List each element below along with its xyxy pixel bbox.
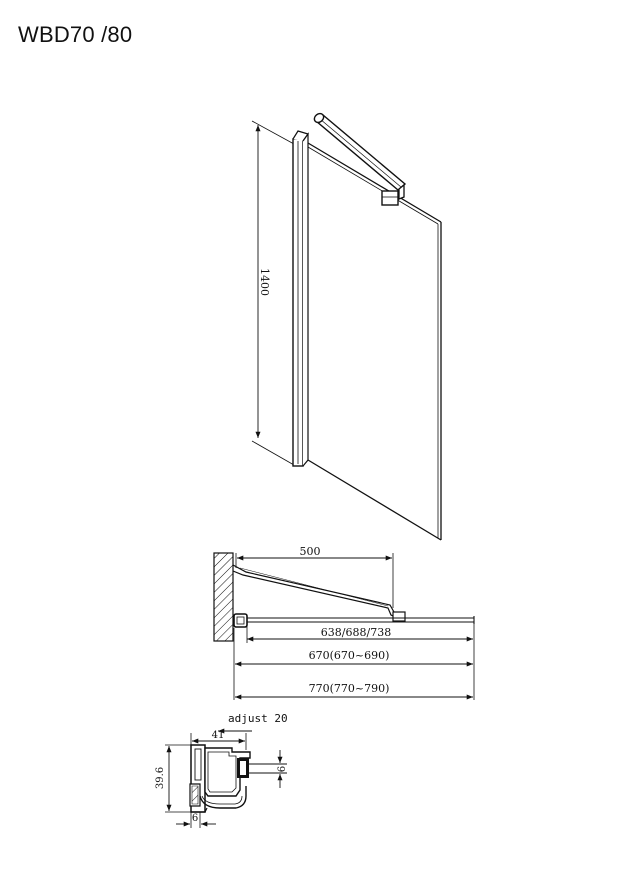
profile-section	[189, 744, 251, 813]
overall-770-label: 770(770~790)	[309, 682, 390, 695]
glass-panel	[307, 142, 442, 541]
overall-670-label: 670(670~690)	[309, 649, 390, 662]
profile-base-dimension: 6	[176, 812, 216, 828]
drawing-title: WBD70 /80	[18, 22, 133, 47]
overall-670-dimension: 670(670~690)	[233, 628, 475, 700]
wall-section	[213, 552, 234, 642]
height-label: 1400	[258, 268, 271, 296]
panel-width-dimension: 638/688/738	[246, 624, 475, 643]
panel-width-label: 638/688/738	[321, 626, 391, 639]
elevation-view: 1400	[251, 112, 442, 541]
profile-height-dimension: 39.6	[155, 744, 192, 813]
overall-770-dimension: 770(770~790)	[235, 682, 473, 700]
wall-profile	[292, 130, 309, 467]
arm-length-label: 500	[300, 545, 321, 558]
plan-support-arm	[232, 564, 406, 622]
adjust-dimension: adjust 20	[218, 712, 288, 734]
profile-base-label: 6	[192, 813, 198, 824]
profile-width-label: 41	[212, 730, 225, 741]
plan-glass-panel	[233, 613, 475, 628]
support-arm	[313, 112, 407, 206]
plan-view: 500 638/688/738	[213, 545, 475, 700]
height-dimension: 1400	[251, 120, 295, 466]
adjust-label: adjust 20	[228, 712, 288, 725]
profile-height-label: 39.6	[155, 767, 166, 789]
profile-glass-label: 6	[277, 766, 288, 772]
arm-length-dimension: 500	[235, 545, 394, 608]
profile-detail: adjust 20 41 39.6	[155, 712, 288, 828]
profile-glass: 6	[249, 750, 288, 788]
